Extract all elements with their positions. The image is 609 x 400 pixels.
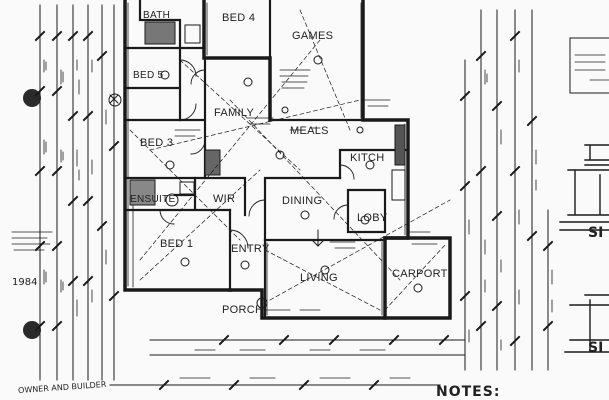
room-label-lobby: LOBY	[357, 212, 388, 224]
interior-walls	[123, 0, 410, 320]
wet-area-fixtures	[129, 21, 406, 207]
room-label-porch: PORCH	[222, 304, 264, 316]
room-label-carport: CARPORT	[392, 268, 448, 280]
room-label-ensuite: ENSUITE	[130, 194, 176, 205]
room-label-kitch: KITCH	[350, 152, 385, 164]
door-swings	[159, 59, 355, 249]
room-label-bed3: BED 3	[140, 137, 174, 149]
room-label-wir: WIR	[213, 193, 236, 205]
room-label-bath: BATH	[143, 10, 171, 21]
room-label-games: GAMES	[292, 30, 334, 42]
room-label-dining: DINING	[282, 195, 323, 207]
margin-number: 1984	[12, 277, 38, 288]
room-label-beds: BED 5	[133, 70, 164, 81]
notes-heading: NOTES:	[436, 384, 501, 400]
dashed-service-runs	[129, 9, 451, 311]
punch-hole-bottom	[23, 321, 41, 339]
section-label-lower: SI	[588, 340, 604, 356]
room-label-entry: ENTRY	[231, 243, 270, 255]
right-dimension-lines	[459, 9, 609, 371]
left-dimension-lines	[34, 4, 120, 381]
room-label-bed4: BED 4	[222, 12, 256, 24]
bottom-dimension-lines	[109, 334, 466, 391]
section-label-upper: SI	[588, 225, 604, 241]
leader-arrows	[109, 94, 325, 247]
light-fittings	[108, 55, 423, 309]
room-label-family: FAMILY	[214, 107, 255, 119]
section-markers	[559, 144, 609, 353]
room-label-bed1: BED 1	[160, 238, 194, 250]
scribbled-notes	[11, 69, 441, 311]
room-label-meals: MEALS	[290, 125, 329, 137]
room-label-living: LIVING	[300, 272, 338, 284]
